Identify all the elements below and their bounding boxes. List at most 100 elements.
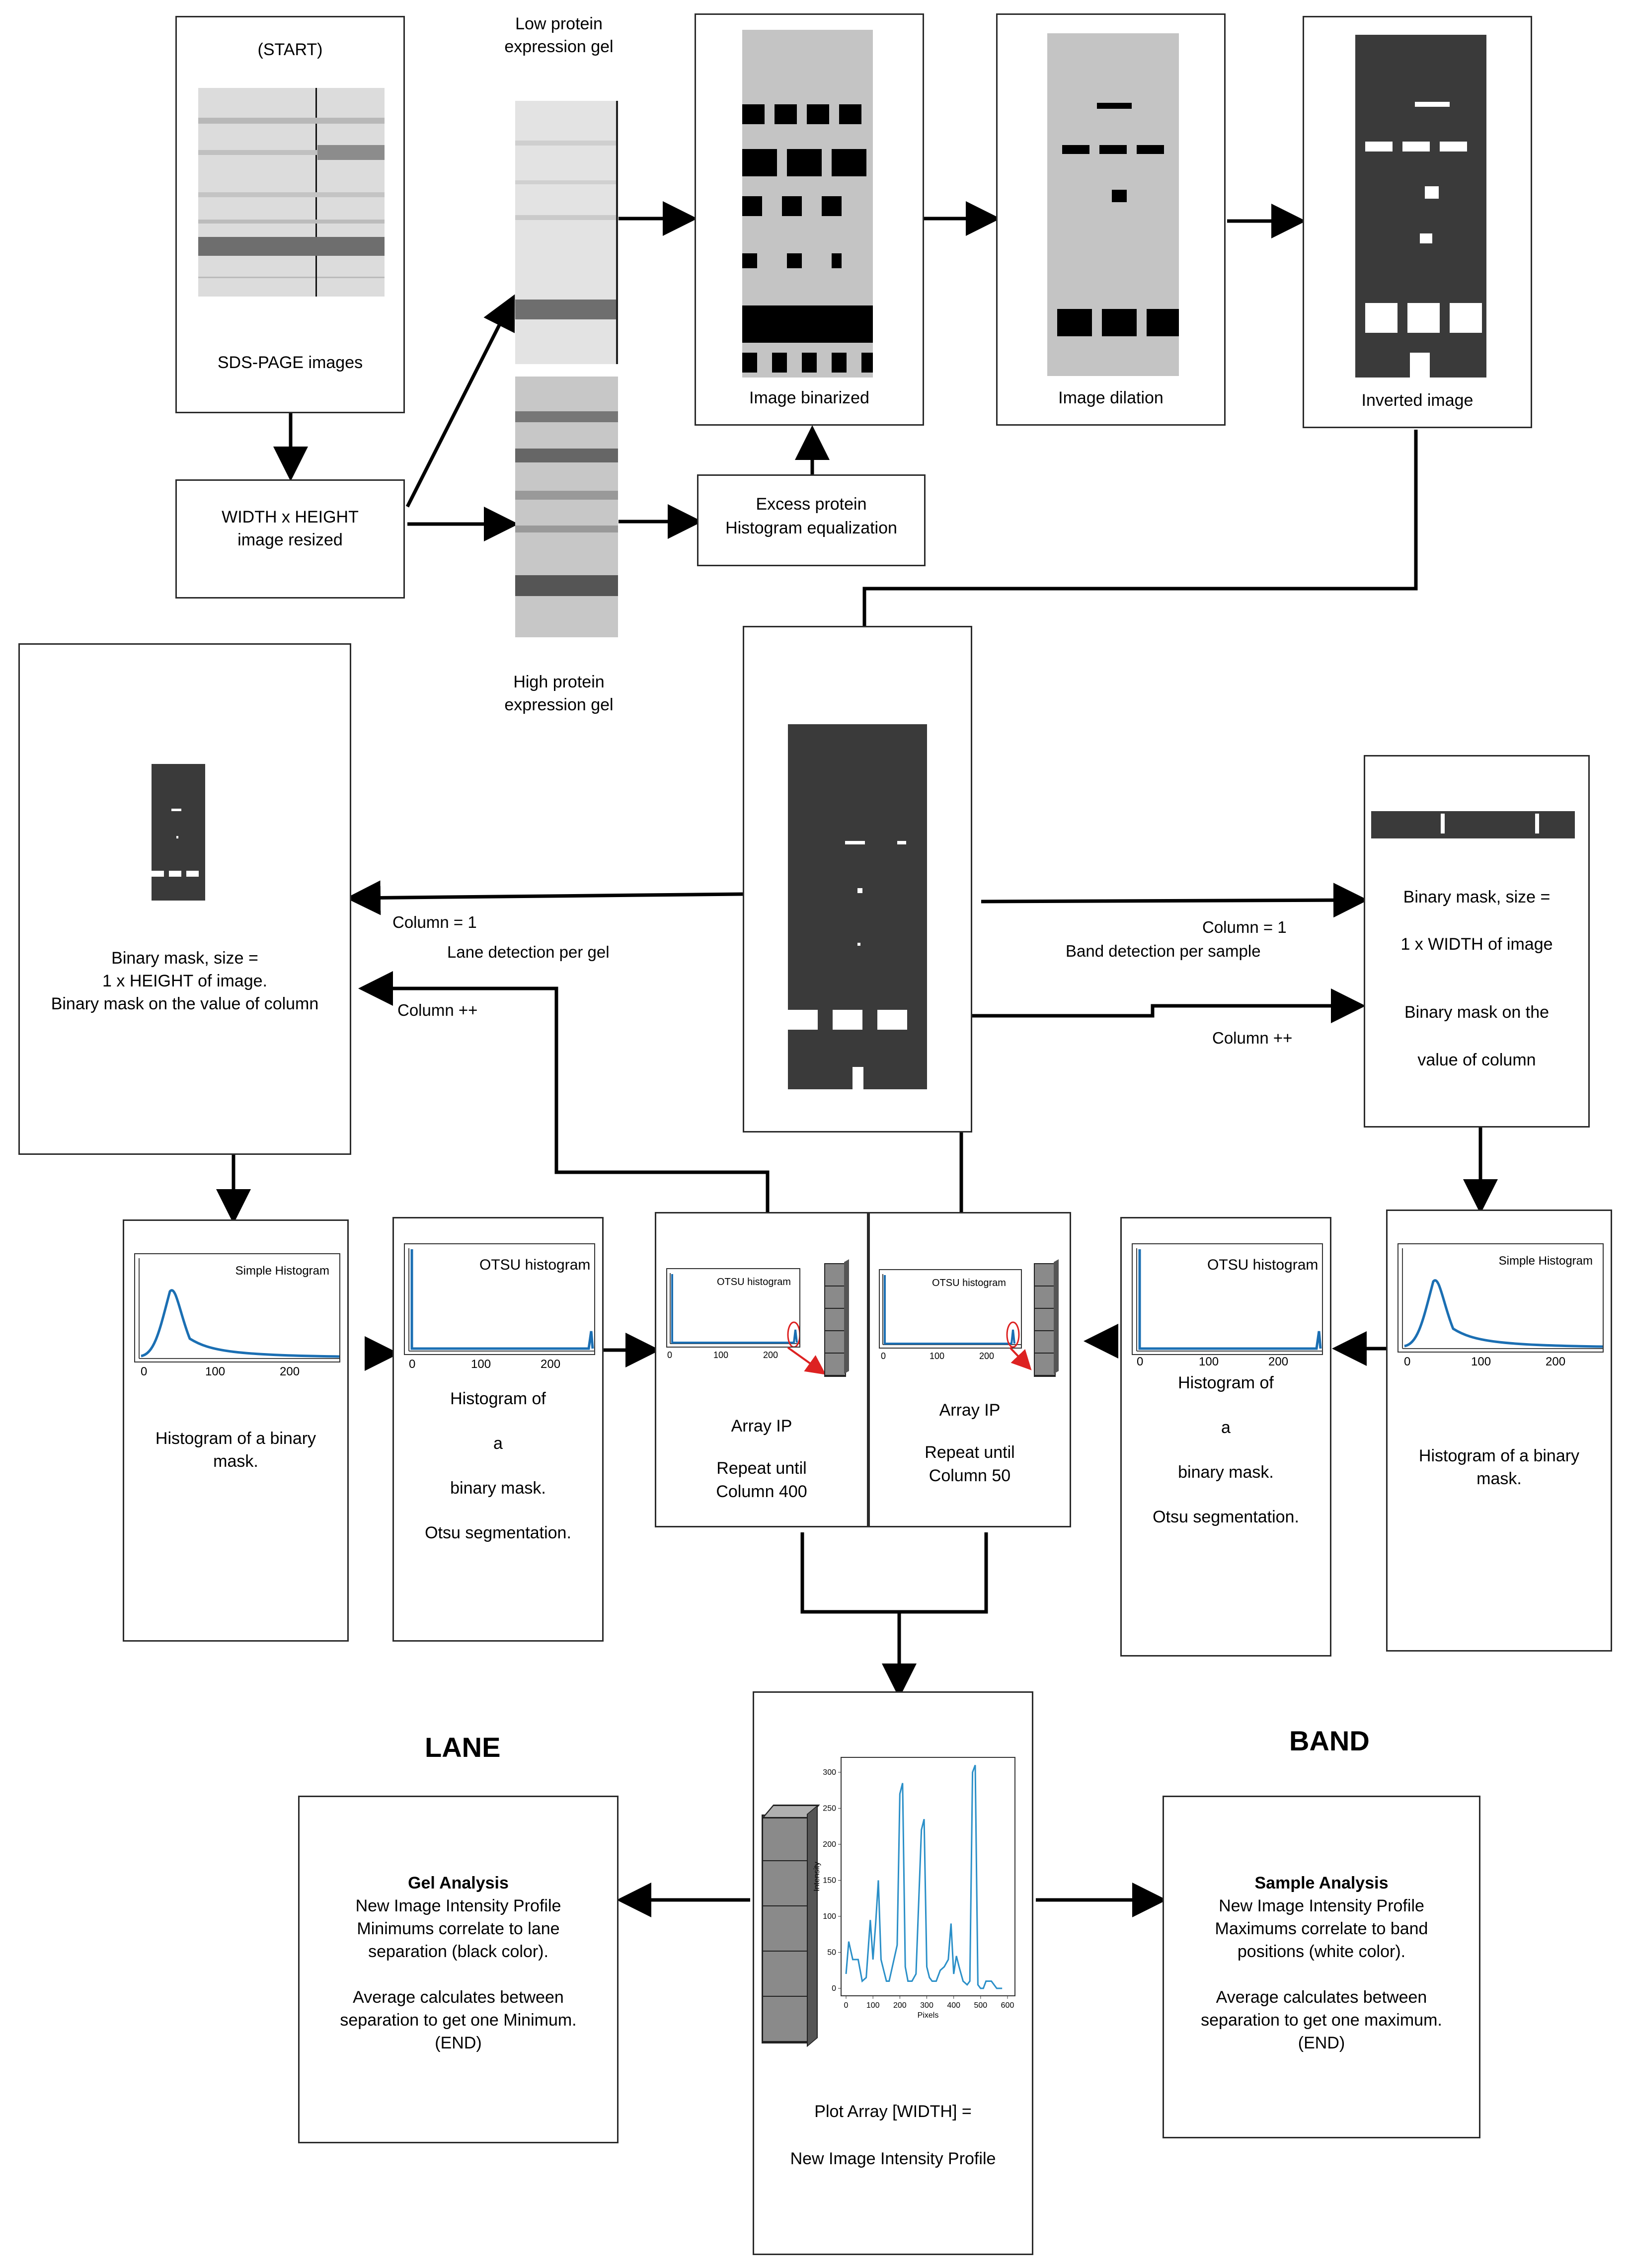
lane-increment-label: Column ++: [397, 1001, 478, 1019]
otsu-left-chart: OTSU histogram: [404, 1243, 595, 1355]
y-tick-label: 200: [823, 1840, 836, 1849]
band-result-l3: positions (white color).: [1237, 1942, 1406, 1961]
array-lane-l2: Repeat until: [716, 1459, 807, 1478]
otsu-left-tick-200: 200: [541, 1358, 561, 1371]
otsu-left-tick-100: 100: [471, 1358, 491, 1371]
lane-result-title: Gel Analysis: [408, 1874, 509, 1892]
x-tick-label: 0: [844, 2001, 849, 2010]
x-tick-label: 400: [947, 2001, 960, 2010]
resize-box: WIDTH x HEIGHT image resized: [175, 479, 405, 599]
otsu-right-l1: Histogram of: [1178, 1373, 1274, 1392]
otsu-left-l2: a: [493, 1434, 503, 1453]
array-band-box: OTSU histogram 0 100 200 Array IP Repeat…: [868, 1212, 1071, 1527]
lane-heading: LANE: [425, 1732, 501, 1763]
band-increment-label: Column ++: [1212, 1029, 1293, 1047]
array-lane-stack: [824, 1259, 849, 1377]
hist-right-tick-100: 100: [1471, 1355, 1491, 1368]
array-band-l3: Column 50: [929, 1466, 1011, 1485]
otsu-right-l4: Otsu segmentation.: [1153, 1508, 1299, 1526]
y-tick-label: 0: [832, 1984, 836, 1993]
equalization-line1: Excess protein: [756, 495, 867, 514]
array-lane-tick-200: 200: [763, 1350, 778, 1360]
lane-result-l5: separation to get one Minimum.: [340, 2011, 577, 2030]
array-band-l1: Array IP: [939, 1401, 1001, 1420]
array-lane-chart-title: OTSU histogram: [717, 1277, 791, 1287]
otsu-right-tick-200: 200: [1268, 1355, 1289, 1368]
center-inverted-image: [788, 724, 927, 1089]
plot-xlabel: Pixels: [918, 2011, 939, 2020]
plot-caption2: New Image Intensity Profile: [790, 2149, 996, 2168]
otsu-right-l3: binary mask.: [1178, 1463, 1274, 1482]
band-result-l6: (END): [1298, 2034, 1345, 2052]
hist-left-tick-200: 200: [280, 1365, 300, 1378]
hist-right-chart: Simple Histogram: [1397, 1243, 1604, 1353]
lane-result-l2: Minimums correlate to lane: [357, 1919, 560, 1938]
array-lane-l1: Array IP: [731, 1417, 792, 1436]
hist-right-tick-0: 0: [1404, 1355, 1411, 1368]
inverted-caption: Inverted image: [1361, 391, 1474, 410]
lane-column-label: Column = 1: [392, 913, 477, 931]
array-band-tick-200: 200: [979, 1351, 995, 1361]
start-caption: SDS-PAGE images: [217, 353, 363, 372]
plot-frame: [841, 1757, 1015, 1996]
x-tick-label: 200: [893, 2001, 907, 2010]
otsu-left-tick-0: 0: [409, 1358, 416, 1371]
band-detection-label: Band detection per sample: [1066, 942, 1261, 960]
lane-detection-label: Lane detection per gel: [447, 943, 610, 961]
binarized-box: Image binarized: [695, 13, 924, 426]
array-band-red-arrow: [1009, 1347, 1032, 1370]
band-result-l1: New Image Intensity Profile: [1219, 1896, 1424, 1915]
lane-mask-line3: Binary mask on the value of column: [51, 994, 319, 1013]
array-band-tick-0: 0: [881, 1351, 886, 1361]
high-protein-gel-image: [515, 377, 618, 637]
binarized-caption: Image binarized: [749, 388, 869, 407]
hist-left-caption1: Histogram of a binary: [155, 1429, 316, 1448]
hist-right-tick-200: 200: [1546, 1355, 1566, 1368]
band-mask-line2: 1 x WIDTH of image: [1400, 935, 1553, 954]
array-band-l2: Repeat until: [925, 1443, 1015, 1462]
lane-mask-box: Binary mask, size = 1 x HEIGHT of image.…: [18, 643, 351, 1155]
y-tick-label: 300: [823, 1768, 836, 1777]
inverted-image: [1355, 35, 1486, 378]
array-lane-red-arrow: [787, 1347, 826, 1375]
array-band-chart: OTSU histogram: [879, 1269, 1022, 1349]
band-result-l2: Maximums correlate to band: [1215, 1919, 1428, 1938]
hist-right-chart-title: Simple Histogram: [1498, 1254, 1593, 1268]
otsu-left-l3: binary mask.: [450, 1479, 546, 1498]
array-band-stack: [1034, 1259, 1059, 1377]
array-lane-box: OTSU histogram 0 100 200 Array IP Repeat…: [655, 1212, 868, 1527]
hist-left-tick-0: 0: [141, 1365, 148, 1378]
lane-mask-image: [152, 764, 205, 901]
band-result-box: Sample Analysis New Image Intensity Prof…: [1163, 1796, 1480, 2138]
lane-result-l6: (END): [435, 2034, 482, 2052]
otsu-right-chart: OTSU histogram: [1132, 1243, 1323, 1355]
plot-caption1: Plot Array [WIDTH] =: [814, 2102, 972, 2121]
otsu-right-l2: a: [1221, 1418, 1231, 1437]
dilation-caption: Image dilation: [1058, 388, 1164, 407]
hist-left-tick-100: 100: [205, 1365, 226, 1378]
x-tick-label: 100: [866, 2001, 880, 2010]
array-lane-l3: Column 400: [716, 1482, 807, 1501]
band-mask-line4: value of column: [1417, 1051, 1536, 1069]
otsu-right-chart-title: OTSU histogram: [1207, 1257, 1319, 1273]
otsu-left-l4: Otsu segmentation.: [425, 1523, 571, 1542]
array-band-tick-100: 100: [930, 1351, 945, 1361]
equalization-box: Excess protein Histogram equalization: [697, 474, 926, 566]
hist-right-caption2: mask.: [1476, 1469, 1522, 1488]
plot-array-stack: [762, 1805, 820, 2047]
start-title: (START): [257, 40, 323, 59]
otsu-left-chart-title: OTSU histogram: [479, 1257, 591, 1273]
y-tick-label: 250: [823, 1805, 836, 1813]
low-gel-label: Low protein expression gel: [504, 14, 614, 56]
center-inverted-box: [743, 626, 972, 1133]
lane-mask-line1: Binary mask, size =: [111, 949, 258, 968]
band-mask-line3: Binary mask on the: [1404, 1003, 1550, 1022]
array-band-chart-title: OTSU histogram: [932, 1278, 1006, 1288]
band-result-l5: separation to get one maximum.: [1201, 2011, 1442, 2030]
intensity-series-line: [845, 1764, 1003, 1989]
plot-ylabel: Intensity: [813, 1862, 821, 1891]
start-box: (START) SDS-PAGE images: [175, 16, 405, 413]
array-lane-tick-100: 100: [713, 1350, 729, 1360]
